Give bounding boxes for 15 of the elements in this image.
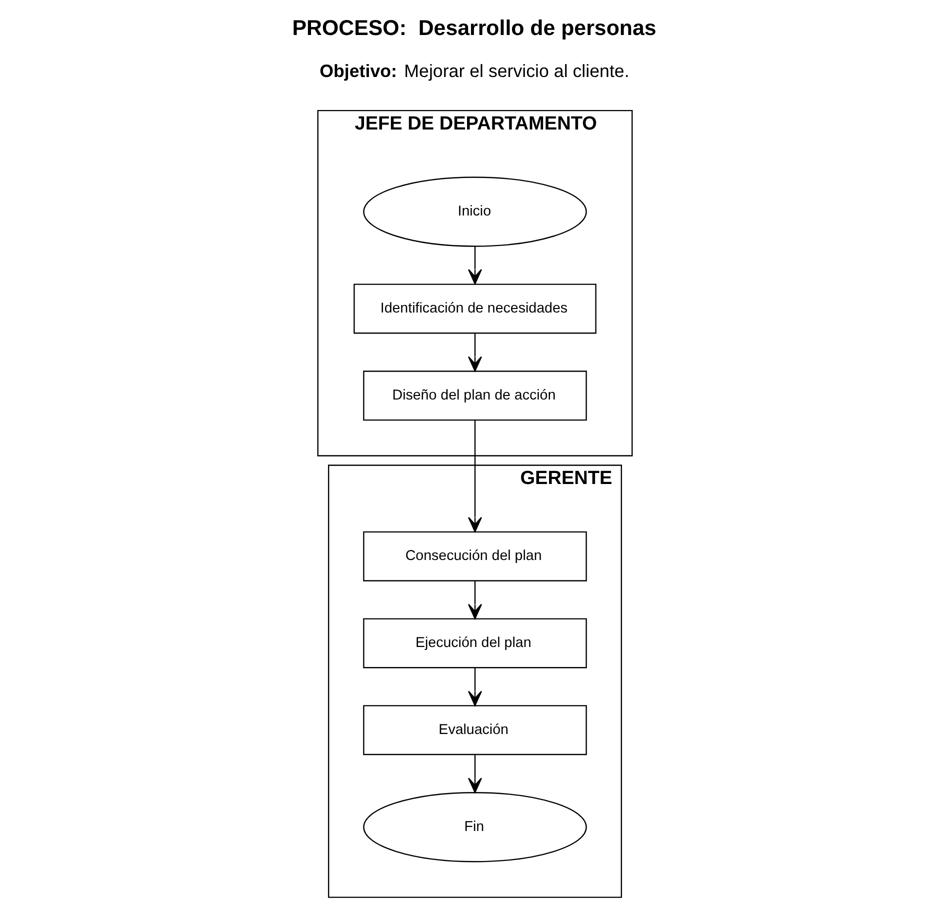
node-box: Diseño del plan de acción bbox=[362, 370, 586, 420]
arrow bbox=[467, 246, 482, 284]
diagram-title: PROCESO: Desarrollo de personas bbox=[292, 15, 656, 40]
arrow bbox=[467, 754, 482, 793]
node-ellipse: Fin bbox=[362, 792, 586, 862]
node-box: Consecución del plan bbox=[362, 530, 586, 581]
label: Objetivo: Mejorar el servicio al cliente. bbox=[319, 60, 629, 81]
node-box: Evaluación bbox=[362, 704, 586, 755]
arrow bbox=[467, 420, 482, 532]
arrow bbox=[467, 667, 482, 706]
arrow bbox=[467, 332, 482, 372]
node-ellipse: Inicio bbox=[362, 176, 586, 246]
node-box: Ejecución del plan bbox=[362, 618, 586, 668]
node-box: Identificación de necesidades bbox=[353, 283, 596, 334]
arrow bbox=[467, 580, 482, 619]
